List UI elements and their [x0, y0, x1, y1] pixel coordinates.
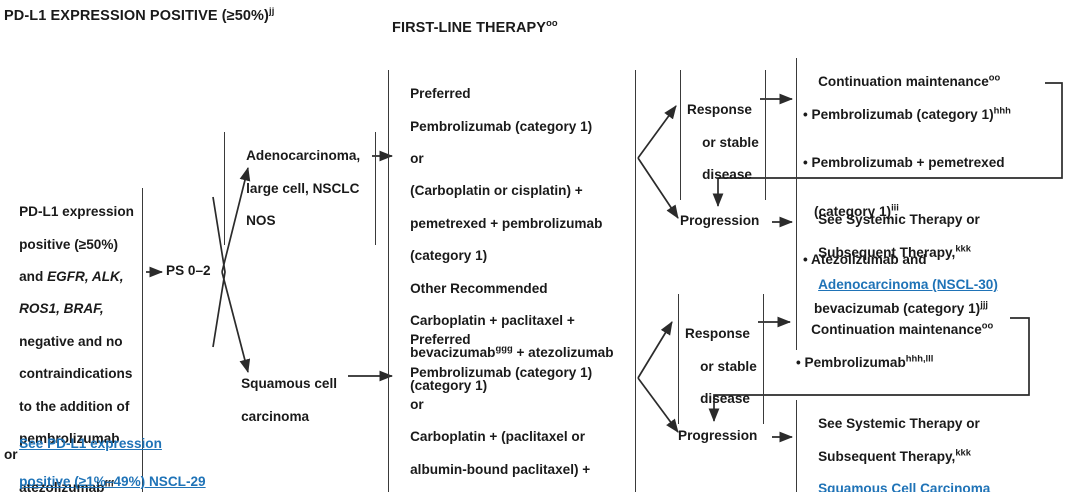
therapy-adeno-other-bev-sup: ggg	[495, 342, 513, 354]
therapy-adeno-item-4: (category 1)	[410, 248, 488, 264]
maintenance-top-bullet-2-cont-sup: jjj	[980, 298, 989, 310]
maintenance-top-bullet-2-text: Atezolizumab and	[811, 252, 927, 268]
therapy-adeno-item-0: Pembrolizumab (category 1)	[410, 118, 593, 134]
maintenance-top-bullet-1-text: Pembrolizumab + pemetrexed	[811, 155, 1005, 171]
maintenance-top-bullet-2-cont: bevacizumab (category 1)jjj	[803, 298, 1053, 317]
therapy-adeno-preferred-label: Preferred	[410, 86, 471, 102]
maintenance-top-bullet-0: Pembrolizumab (category 1)hhh	[803, 104, 1053, 123]
criteria-line-1: PD-L1 expression	[19, 204, 134, 220]
maintenance-top-bullet-0-sup: hhh	[993, 104, 1011, 116]
maintenance-top-bullet-1-cont-sup: iii	[891, 201, 899, 213]
maintenance-top-title-sup: oo	[988, 71, 1001, 83]
see-pdl1-link-line-1[interactable]: See PD-L1 expression	[19, 436, 162, 451]
therapy-squamous-item-2: Carboplatin + (paclitaxel or	[410, 429, 585, 445]
therapy-adeno-other-cat: (category 1)	[410, 377, 488, 393]
outcome-adeno-line-1: See Systemic Therapy or	[818, 212, 980, 228]
criteria-line-3-prefix: and	[19, 269, 48, 285]
header-pdl1-text: PD-L1 EXPRESSION POSITIVE (≥50%)	[4, 8, 269, 24]
header-therapy-text: FIRST-LINE THERAPY	[392, 20, 547, 36]
progression-bottom-label: Progression	[678, 428, 758, 443]
header-therapy-sup: oo	[546, 17, 558, 29]
ps-node-label: PS 0–2	[166, 263, 211, 278]
criteria-line-8: pembrolizumab or	[4, 431, 124, 463]
therapy-squamous-item-1: or	[410, 397, 424, 413]
maintenance-bottom-title: Continuation maintenance	[811, 322, 982, 338]
branch-squamous: Squamous cell carcinoma	[226, 360, 346, 441]
therapy-adeno-item-2: (Carboplatin or cisplatin) +	[410, 183, 583, 199]
response-bottom-line-1: Response	[685, 326, 750, 342]
ps-branch-bracket	[212, 196, 226, 348]
therapy-adeno-other-bev: bevacizumab	[410, 345, 496, 361]
outcome-squamous-line-2-sup: kkk	[955, 446, 971, 458]
branch-squamous-line-2: carcinoma	[241, 408, 310, 424]
maintenance-box-top: Continuation maintenanceoo Pembrolizumab…	[796, 58, 1053, 350]
therapy-box-adenocarcinoma: Preferred Pembrolizumab (category 1) or …	[388, 70, 636, 411]
criteria-genes-line-1: EGFR, ALK,	[47, 269, 124, 285]
response-top-line-1: Response	[687, 102, 752, 118]
criteria-line-9: atezolizumab	[19, 479, 105, 492]
branch-squamous-line-1: Squamous cell	[241, 376, 338, 392]
criteria-genes-line-2: ROS1, BRAF,	[19, 301, 104, 317]
criteria-line-9-sup: fff	[104, 477, 114, 489]
therapy-squamous-item-0: Pembrolizumab (category 1)	[410, 364, 593, 380]
response-bottom-line-2: or stable	[700, 358, 757, 374]
header-first-line-therapy: FIRST-LINE THERAPYoo	[392, 17, 558, 36]
response-top-line-3: disease	[702, 167, 752, 183]
branch-adeno-line-1: Adenocarcinoma,	[246, 148, 361, 164]
outcome-adeno-link[interactable]: Adenocarcinoma (NSCL-30)	[818, 277, 998, 293]
see-pdl1-link-line-2[interactable]: positive (≥1%–49%) NSCL-29	[19, 474, 206, 489]
maintenance-top-bullet-2-cont-text: bevacizumab (category 1)	[814, 301, 981, 317]
maintenance-top-title: Continuation maintenance	[818, 74, 989, 90]
ps-node: PS 0–2	[166, 263, 211, 279]
therapy-box-squamous: Preferred Pembrolizumab (category 1) or …	[388, 316, 636, 492]
outcome-squamous-line-1: See Systemic Therapy or	[818, 416, 980, 432]
outcome-box-adenocarcinoma: See Systemic Therapy or Subsequent Thera…	[796, 196, 1043, 310]
outcome-adeno-line-2-sup: kkk	[955, 242, 971, 254]
criteria-box: PD-L1 expression positive (≥50%) and EGF…	[4, 188, 143, 492]
maintenance-top-bullet-1: Pembrolizumab + pemetrexed	[803, 155, 1053, 171]
progression-top-label: Progression	[680, 213, 760, 228]
maintenance-bottom-title-sup: oo	[981, 319, 994, 331]
response-top-line-2: or stable	[702, 134, 759, 150]
maintenance-top-bullet-1-cont-text: (category 1)	[814, 203, 892, 219]
response-node-top: Response or stable disease	[680, 70, 766, 200]
maintenance-box-bottom: Continuation maintenanceoo Pembrolizumab…	[796, 306, 1026, 403]
response-bottom-line-3: disease	[700, 391, 750, 407]
branch-adeno-line-2: large cell, NSCLC	[246, 180, 360, 196]
outcome-adeno-line-2: Subsequent Therapy,	[818, 244, 956, 260]
criteria-line-6: contraindications	[19, 366, 133, 382]
therapy-adeno-other-post: + atezolizumab	[512, 345, 614, 361]
maintenance-top-bullet-0-text: Pembrolizumab (category 1)	[811, 106, 994, 122]
branch-adenocarcinoma: Adenocarcinoma, large cell, NSCLC NOS	[224, 132, 376, 246]
therapy-adeno-other-label: Other Recommended	[410, 280, 548, 296]
therapy-squamous-item-3: albumin-bound paclitaxel) +	[410, 461, 591, 477]
outcome-squamous-link-line-1[interactable]: Squamous Cell Carcinoma	[818, 481, 991, 492]
outcome-box-squamous: See Systemic Therapy or Subsequent Thera…	[796, 400, 1043, 492]
maintenance-top-bullet-1-cont: (category 1)iii	[803, 201, 1053, 220]
see-pdl1-1-49-link[interactable]: See PD-L1 expression positive (≥1%–49%) …	[4, 415, 244, 492]
therapy-adeno-item-1: or	[410, 151, 424, 167]
response-node-bottom: Response or stable disease	[678, 294, 764, 424]
header-pdl1-expression: PD-L1 EXPRESSION POSITIVE (≥50%)jj	[4, 5, 275, 24]
outcome-squamous-line-2: Subsequent Therapy,	[818, 448, 956, 464]
therapy-adeno-other-line-1: Carboplatin + paclitaxel +	[410, 313, 575, 329]
maintenance-bottom-bullet-0-sup: hhh,lll	[905, 352, 934, 364]
criteria-line-7: to the addition of	[19, 398, 130, 414]
criteria-line-2: positive (≥50%)	[19, 236, 118, 252]
therapy-adeno-item-3: pemetrexed + pembrolizumab	[410, 215, 603, 231]
progression-node-top: Progression	[680, 213, 759, 229]
branch-adeno-line-3: NOS	[246, 213, 276, 229]
therapy-squamous-preferred-label: Preferred	[410, 332, 471, 348]
header-pdl1-sup: jj	[268, 5, 275, 17]
maintenance-bottom-bullet-0-text: Pembrolizumab	[804, 354, 906, 370]
criteria-line-5: negative and no	[19, 333, 123, 349]
progression-node-bottom: Progression	[678, 428, 757, 444]
maintenance-bottom-bullet-0: Pembrolizumabhhh,lll	[796, 352, 1026, 371]
maintenance-top-bullet-2: Atezolizumab and	[803, 252, 1053, 268]
